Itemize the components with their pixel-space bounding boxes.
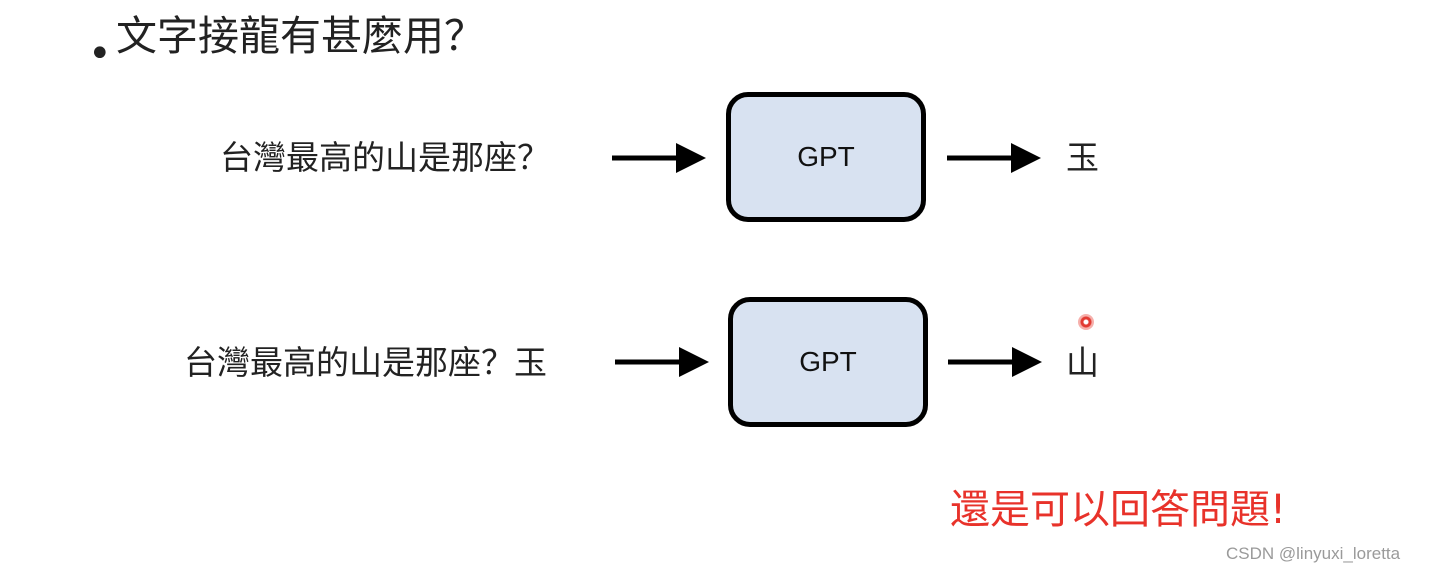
row1-input-text: 台灣最高的山是那座？ (220, 138, 550, 177)
row2-gpt-label: GPT (799, 346, 857, 377)
watermark: CSDN @linyuxi_loretta (1226, 544, 1401, 563)
row1-gpt-label: GPT (797, 141, 855, 172)
row1-output-text: 玉 (1066, 138, 1099, 177)
row1-gpt-box: GPT (726, 92, 926, 222)
pointer-dot (1078, 314, 1094, 330)
annotation-note: 還是可以回答問題! (950, 487, 1287, 533)
row2-output-text: 山 (1066, 343, 1099, 382)
title-bullet: • (88, 31, 112, 77)
row2-gpt-box: GPT (728, 297, 928, 427)
row2-input-text: 台灣最高的山是那座？玉 (184, 343, 547, 382)
slide-title: 文字接龍有甚麼用？ (116, 12, 485, 60)
